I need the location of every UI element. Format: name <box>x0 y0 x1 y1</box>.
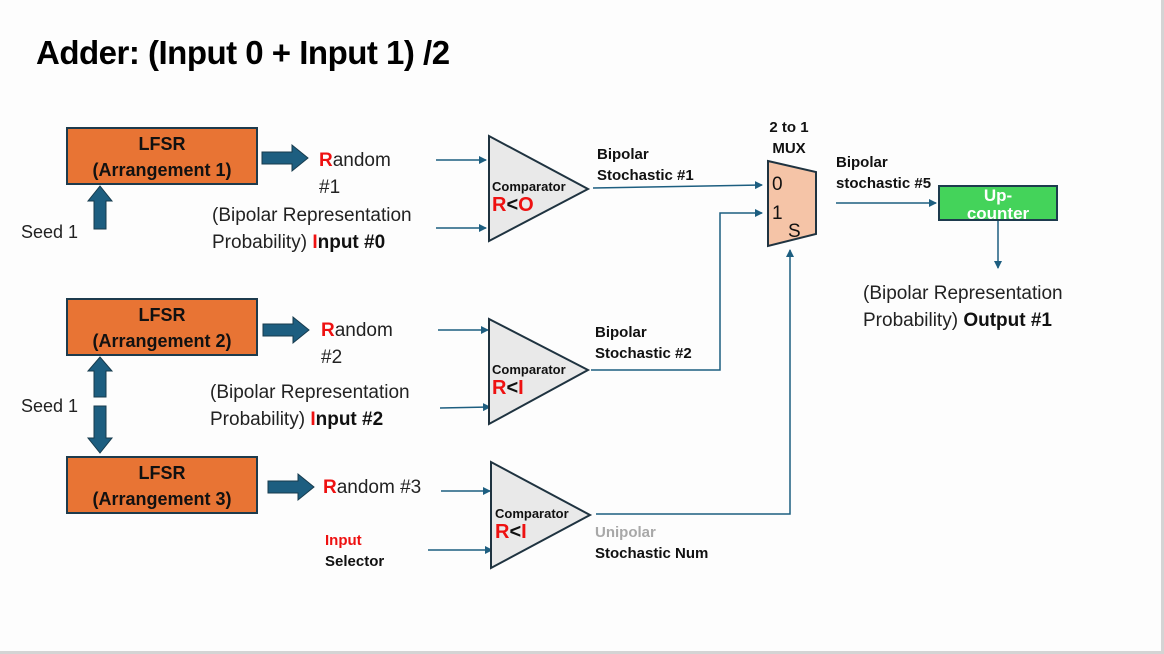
comparator-3: Comparator R<I <box>495 506 569 544</box>
mux-select: S <box>788 221 801 242</box>
random-label-3: Random #3 <box>323 474 421 501</box>
wire-select-to-mux <box>596 249 794 515</box>
block-arrow-right-icon <box>261 143 309 173</box>
stochastic-2-label: Bipolar Stochastic #2 <box>595 322 692 364</box>
lfsr-1-label: LFSR <box>138 134 186 154</box>
up-counter-line2: counter <box>966 204 1030 221</box>
mux-input-0: 0 <box>772 174 783 195</box>
comparator-1-rel-b: O <box>518 194 534 216</box>
stochastic-1-line1: Bipolar <box>597 146 649 163</box>
output-prefix: Probability) <box>863 310 964 331</box>
comparator-2-rel-b: I <box>518 377 524 399</box>
comparator-3-label: Comparator <box>495 506 569 521</box>
comparator-3-rel-a: R <box>495 521 510 543</box>
lfsr-3-label: LFSR <box>138 463 186 483</box>
random-2-initial: R <box>321 320 335 341</box>
random-1-initial: R <box>319 150 333 171</box>
input-2-initial: I <box>310 409 316 430</box>
unipolar-line1: Unipolar <box>595 524 656 541</box>
block-arrow-down-icon <box>86 405 114 454</box>
input-selector-line1: Input <box>325 532 362 549</box>
lfsr-2-label: LFSR <box>138 305 186 325</box>
random-1-number: #1 <box>319 177 341 198</box>
comparator-2-shape <box>488 317 591 426</box>
comparator-1-rel-a: R <box>492 194 507 216</box>
input-2-line1: (Bipolar Representation <box>210 382 410 403</box>
mux-shape <box>767 159 817 248</box>
block-arrow-right-icon <box>262 315 310 345</box>
seed-label-2: Seed 1 <box>21 396 79 416</box>
input-label-0: (Bipolar Representation Probability) Inp… <box>212 202 412 256</box>
wire-stochastic2-to-mux1 <box>591 209 763 371</box>
comparator-2-label: Comparator <box>492 362 566 377</box>
unipolar-line2: Stochastic Num <box>595 545 709 562</box>
input-0-initial: I <box>312 232 318 253</box>
comparator-2-rel-a: R <box>492 377 507 399</box>
random-label-2: Random #2 <box>321 317 393 371</box>
wire-input2-to-comparator2 <box>439 403 491 412</box>
random-3-text: andom #3 <box>336 477 422 498</box>
random-3-initial: R <box>323 477 337 498</box>
input-0-prefix: Probability) <box>212 232 313 253</box>
comparator-3-rel-b: I <box>521 521 527 543</box>
comparator-2-rel-op: < <box>506 377 519 399</box>
lfsr-1-arrangement: (Arrangement 1) <box>92 160 232 180</box>
output-line1: (Bipolar Representation <box>863 283 1063 304</box>
comparator-3-rel-op: < <box>509 521 522 543</box>
stochastic-2-line1: Bipolar <box>595 324 647 341</box>
lfsr-block-1: LFSR (Arrangement 1) <box>66 127 258 185</box>
input-2-name: nput #2 <box>315 409 384 430</box>
comparator-1-rel-op: < <box>506 194 519 216</box>
up-counter-block: Up- counter <box>938 185 1058 221</box>
mux-output-line1: Bipolar <box>836 154 888 171</box>
random-2-number: #2 <box>321 347 343 368</box>
input-label-2: (Bipolar Representation Probability) Inp… <box>210 379 410 433</box>
stochastic-2-line2: Stochastic #2 <box>595 345 692 362</box>
comparator-3-shape <box>490 460 593 570</box>
up-counter-line1: Up- <box>983 186 1013 205</box>
lfsr-3-arrangement: (Arrangement 3) <box>92 489 232 509</box>
mux-title-line1: 2 to 1 <box>769 119 809 136</box>
output-label: (Bipolar Representation Probability) Out… <box>863 280 1063 334</box>
input-0-line1: (Bipolar Representation <box>212 205 412 226</box>
block-arrow-right-icon <box>267 472 315 502</box>
block-arrow-up-icon <box>86 185 114 230</box>
comparator-1-label: Comparator <box>492 179 566 194</box>
lfsr-block-3: LFSR (Arrangement 3) <box>66 456 258 514</box>
seed-label-1: Seed 1 <box>21 222 79 242</box>
mux-title: 2 to 1 MUX <box>765 117 813 159</box>
random-label-1: Random #1 <box>319 147 391 201</box>
random-2-text: andom <box>334 320 393 341</box>
mux-input-1: 1 <box>772 203 783 224</box>
input-2-prefix: Probability) <box>210 409 311 430</box>
mux-title-line2: MUX <box>772 140 806 157</box>
unipolar-stochastic-label: Unipolar Stochastic Num <box>595 522 708 564</box>
mux-output-label: Bipolar stochastic #5 <box>836 152 931 194</box>
comparator-2: Comparator R<I <box>492 362 566 400</box>
slide-title: Adder: (Input 0 + Input 1) /2 <box>36 34 450 71</box>
input-selector-line2: Selector <box>325 553 385 570</box>
mux-output-line2: stochastic #5 <box>836 175 932 192</box>
random-1-text: andom <box>332 150 391 171</box>
stochastic-1-label: Bipolar Stochastic #1 <box>597 144 694 186</box>
block-arrow-up-icon <box>86 356 114 398</box>
wire-stochastic1-to-mux0 <box>592 181 763 190</box>
input-0-name: nput #0 <box>317 232 386 253</box>
comparator-1-shape <box>488 134 591 243</box>
input-selector-label: Input Selector <box>325 530 384 572</box>
lfsr-2-arrangement: (Arrangement 2) <box>92 331 232 351</box>
output-name: Output #1 <box>963 310 1052 331</box>
lfsr-block-2: LFSR (Arrangement 2) <box>66 298 258 356</box>
stochastic-1-line2: Stochastic #1 <box>597 167 694 184</box>
comparator-1: Comparator R<O <box>492 179 566 217</box>
